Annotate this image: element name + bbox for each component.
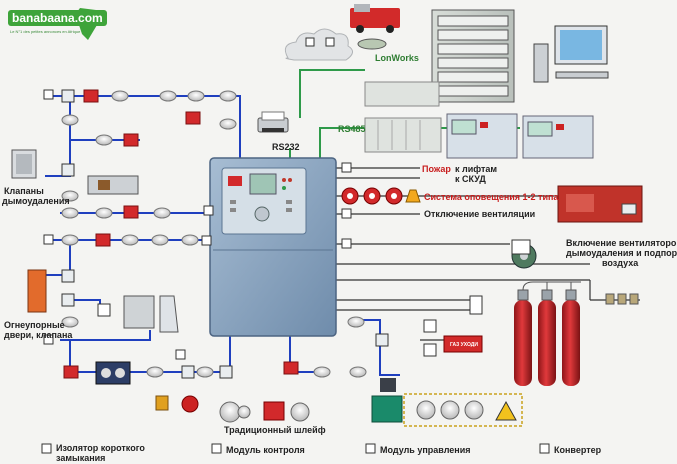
rs485-label: RS485 [338,124,366,134]
gas-detector-group [371,378,523,427]
server-rack-icon [431,9,515,103]
repeater-panel-2 [522,115,594,159]
control-panel [209,157,337,337]
fire-door-icon [27,269,179,333]
printer-icon [257,111,289,133]
valves-label-line1: Клапаны [4,186,44,196]
gas-sign-label: ГАЗ УХОДИ [450,342,478,348]
nozzle-icons [605,293,639,305]
sounder-icons [341,187,421,205]
cloud-icon [284,28,353,61]
computer-icon [533,25,609,83]
beam-detector-icon [95,361,131,385]
legend-isolator-line1: Изолятор короткого [56,443,145,453]
lonworks-module [364,81,440,107]
manual-call-points [63,89,299,379]
modem-icon [357,38,387,50]
rs485-module [364,117,442,153]
fan-on-label-line2: дымоудаления и подпора [566,248,677,258]
legend-management-module: Модуль управления [380,445,471,455]
traditional-loop-label: Традиционный шлейф [224,425,326,435]
rs232-label: RS232 [272,142,300,152]
legend-converter: Конвертер [554,445,602,455]
lonworks-label: LonWorks [375,53,419,63]
gas-cylinders [514,281,581,386]
logo-tagline: Le N°1 des petites annonces en Afrique [10,29,81,34]
valves-label-line2: дымоудаления [2,196,70,206]
beacon-icon [155,395,199,413]
warning-system-label: Система оповещения 1-2 типа [424,192,559,202]
vent-off-label: Отключение вентиляции [424,209,536,219]
site-logo: banabaana.com Le N°1 des petites annonce… [2,4,107,44]
fire-doors-label-line1: Огнеупорные [4,320,65,330]
logo-name: banabaana.com [8,10,107,26]
fire-signal-label: Пожар [422,164,451,174]
extinguishing-control-unit [557,185,643,223]
gas-warning-sign [443,335,483,353]
converter-modules [97,295,483,357]
repeater-panel-1 [446,113,518,159]
fire-truck-icon [350,4,400,33]
fan-icon [511,239,537,269]
fan-on-label-line3: воздуха [602,258,639,268]
fan-on-label-line1: Включение вентиляторов [566,238,677,248]
elevators-label: к лифтам [455,164,498,174]
legend-isolator-line2: замыкания [56,453,106,463]
smoke-detectors [61,90,367,378]
fire-doors-label-line2: двери, клапана [4,330,73,340]
legend-icons [41,443,550,454]
conventional-detectors [219,401,310,423]
isolator-modules [43,89,352,360]
acs-label: к СКУД [455,174,486,184]
smoke-damper-icon [11,149,139,195]
control-modules [61,89,389,379]
legend-control-module: Модуль контроля [226,445,305,455]
